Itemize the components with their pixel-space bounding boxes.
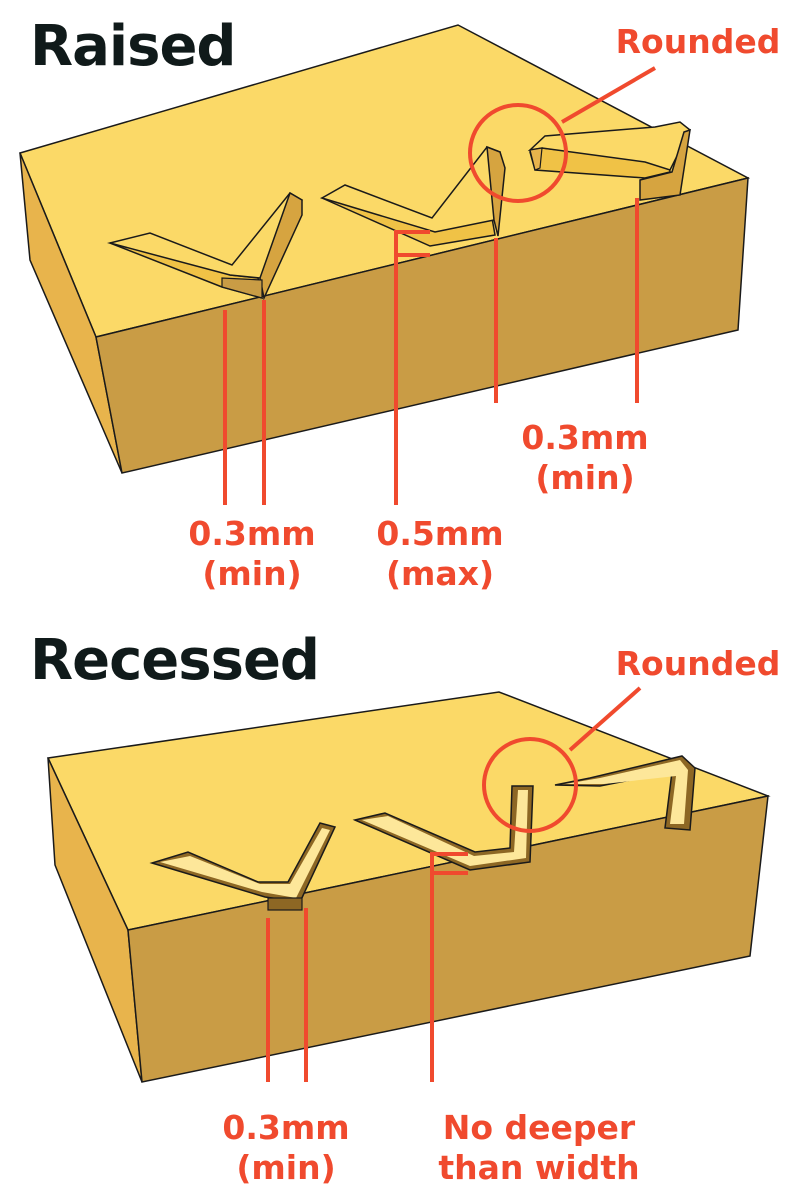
recessed-label-b-line1: No deeper [442,1108,636,1147]
recessed-label-b-line2: than width [438,1148,640,1187]
raised-letter-v [107,191,304,301]
recessed-rounded-leader [568,686,642,752]
raised-label-c-value: 0.3mm [521,418,649,457]
recessed-label-a-value: 0.3mm [222,1108,350,1147]
raised-block-diagram [18,24,751,505]
raised-label-b-value: 0.5mm [376,514,504,553]
raised-letter-v2 [320,145,506,247]
raised-rounded-label: Rounded [615,22,781,61]
recessed-label-b: No deeper than width [414,1108,664,1188]
raised-label-c-qualifier: (min) [535,458,635,497]
raised-label-a: 0.3mm (min) [164,514,340,594]
recessed-block-diagram [46,686,771,1083]
recessed-letter-hook [554,755,696,831]
raised-annotations [223,66,657,505]
recessed-rounded-label: Rounded [615,644,781,683]
recessed-title: Recessed [30,628,320,693]
raised-rounded-circle [468,103,568,203]
raised-guide-b [394,230,430,505]
raised-rounded-leader [560,66,657,124]
raised-label-b-qualifier: (max) [385,554,495,593]
raised-label-b: 0.5mm (max) [352,514,528,594]
raised-block-front [95,177,749,474]
recessed-letter-v [149,822,337,911]
raised-label-a-value: 0.3mm [188,514,316,553]
recessed-annotations [266,686,642,1082]
recessed-block-front [127,795,769,1083]
raised-label-a-qualifier: (min) [202,554,302,593]
recessed-label-a-qualifier: (min) [236,1148,336,1187]
raised-label-c: 0.3mm (min) [497,418,673,498]
recessed-guide-b [430,852,468,1082]
recessed-label-a: 0.3mm (min) [198,1108,374,1188]
raised-title: Raised [30,14,237,79]
recessed-rounded-circle [482,737,578,833]
